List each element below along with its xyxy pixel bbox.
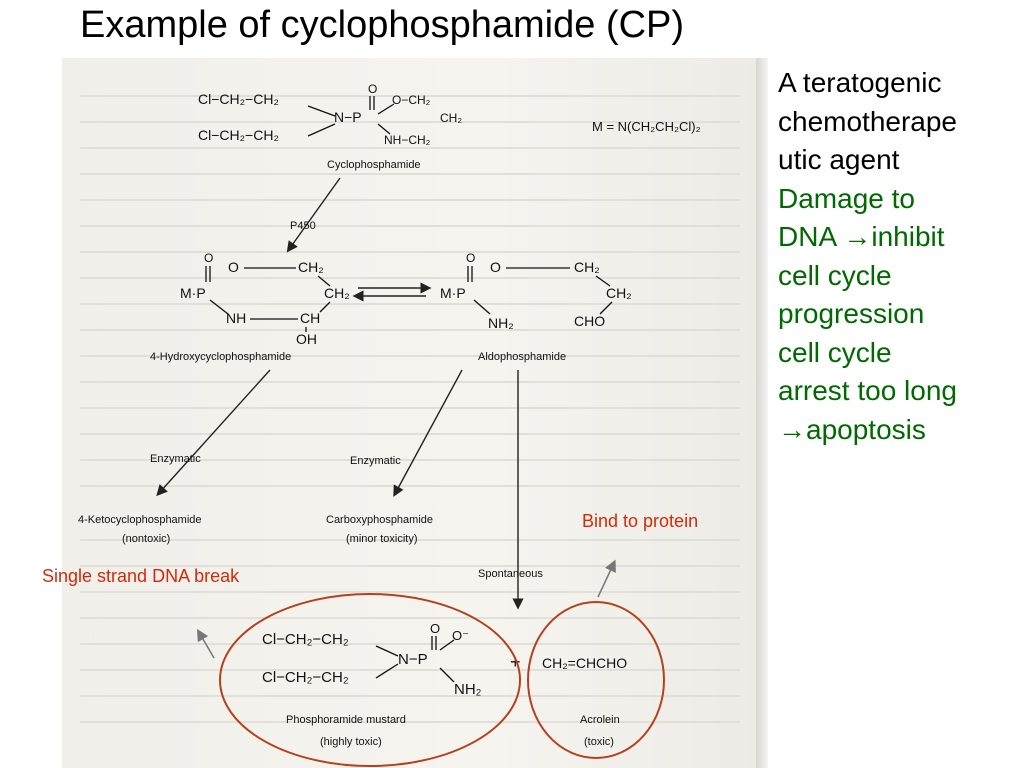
pm-o-minus: O⁻ [452,628,469,643]
bind-protein-pointer [597,559,616,598]
keto-note: (nontoxic) [122,533,170,545]
p450-label: P450 [290,220,316,232]
pm-bonds [375,636,455,683]
a-name: Aldophosphamide [478,351,566,363]
metabolite-names: 4-Ketocyclophosphamide (nontoxic) Carbox… [78,514,433,545]
h-o-double: O [204,251,213,265]
a-o: O [490,259,501,275]
cp-bonds [307,96,395,137]
cp-ring-mid: CH₂ [440,111,462,125]
h-ch2-top: CH₂ [298,259,324,275]
pm-chain-bottom: Cl−CH₂−CH₂ [262,669,349,686]
side-line-4: Damage to [778,182,915,214]
carboxy-name: Carboxyphosphamide [326,514,433,526]
enzymatic-arrow-right [393,369,463,497]
side-line-1: A teratogenic [778,67,942,98]
single-strand-dna-break-label: Single strand DNA break [42,566,240,586]
side-line-6: cell cycle [778,259,892,291]
enzymatic-arrow-left [156,369,271,497]
a-o-double: O [466,251,475,265]
pm-chain-top: Cl−CH₂−CH₂ [262,631,349,648]
pm-n-p: N−P [398,651,428,668]
a-nh2: NH₂ [488,315,514,331]
scanned-figure-background [62,58,768,768]
acrolein-formula: CH₂=CHCHO [542,655,627,671]
dna-break-pointer [196,628,215,659]
cp-name: Cyclophosphamide [327,159,421,171]
cp-ring-top: O−CH₂ [392,93,431,107]
pm-note: (highly toxic) [320,736,382,748]
side-line-9: arrest too long [778,375,957,406]
side-text-panel: A teratogenic chemotherape utic agent Da… [778,64,1018,449]
carboxy-note: (minor toxicity) [346,533,418,545]
pm-o: O [430,621,440,636]
enzymatic-label-right: Enzymatic [350,455,401,467]
cp-oxygen: O [368,82,377,96]
phosphoramide-structure: Cl−CH₂−CH₂ Cl−CH₂−CH₂ N−P O O⁻ NH₂ Phosp… [262,621,482,748]
a-ch2-right: CH₂ [606,285,632,301]
h-nh: NH [226,310,246,326]
h-oh: OH [296,331,317,347]
aldo-bonds [467,266,613,315]
acrolein-highlight-circle [527,601,665,759]
h-o-ring: O [228,259,239,275]
plus-sign: + [510,652,521,672]
aldophosphamide-structure: O M·P O CH₂ CH₂ NH₂ CHO Aldophosphamide [440,251,632,363]
cp-n-p: N−P [334,109,362,125]
hydroxy-structure: O M·P O CH₂ CH₂ NH CH OH 4-Hydroxycyclop… [150,251,350,363]
phosphoramide-highlight-circle [219,593,521,767]
a-ch2-top: CH₂ [574,259,600,275]
a-cho: CHO [574,313,605,329]
m-definition: M = N(CH₂CH₂Cl)₂ [592,119,701,134]
a-mp: M·P [440,285,466,301]
p450-arrow [286,177,341,253]
hydroxy-bonds [205,266,331,332]
h-ch: CH [300,310,320,326]
side-line-10: →apoptosis [778,413,926,445]
side-line-3: utic agent [778,144,900,175]
side-line-8: cell cycle [778,336,892,368]
acrolein-note: (toxic) [584,736,614,748]
cp-ring-bottom: NH−CH₂ [384,133,431,147]
background-print-lines [80,95,740,723]
side-line-2: chemotherape [778,105,958,137]
cp-chain-top: Cl−CH₂−CH₂ [198,91,279,107]
acrolein-name: Acrolein [580,714,620,726]
side-line-5: DNA →inhibit [778,221,945,252]
pm-nh2: NH₂ [454,681,482,698]
h-ch2-right: CH₂ [324,285,350,301]
side-line-7: progression [778,298,925,329]
enzymatic-label-left: Enzymatic [150,453,201,465]
h-mp: M·P [180,285,206,301]
slide-title: Example of cyclophosphamide (CP) [80,4,685,46]
cyclophosphamide-structure: Cl−CH₂−CH₂ Cl−CH₂−CH₂ O N−P O−CH₂ CH₂ NH… [198,82,701,171]
h-name: 4-Hydroxycyclophosphamide [150,351,291,363]
scan-edge-shadow [756,58,768,768]
acrolein-structure: CH₂=CHCHO Acrolein (toxic) [542,655,627,748]
cp-chain-bottom: Cl−CH₂−CH₂ [198,127,279,143]
keto-name: 4-Ketocyclophosphamide [78,514,202,526]
pm-name: Phosphoramide mustard [286,714,406,726]
spontaneous-label: Spontaneous [478,568,543,580]
bind-to-protein-label: Bind to protein [582,511,699,531]
